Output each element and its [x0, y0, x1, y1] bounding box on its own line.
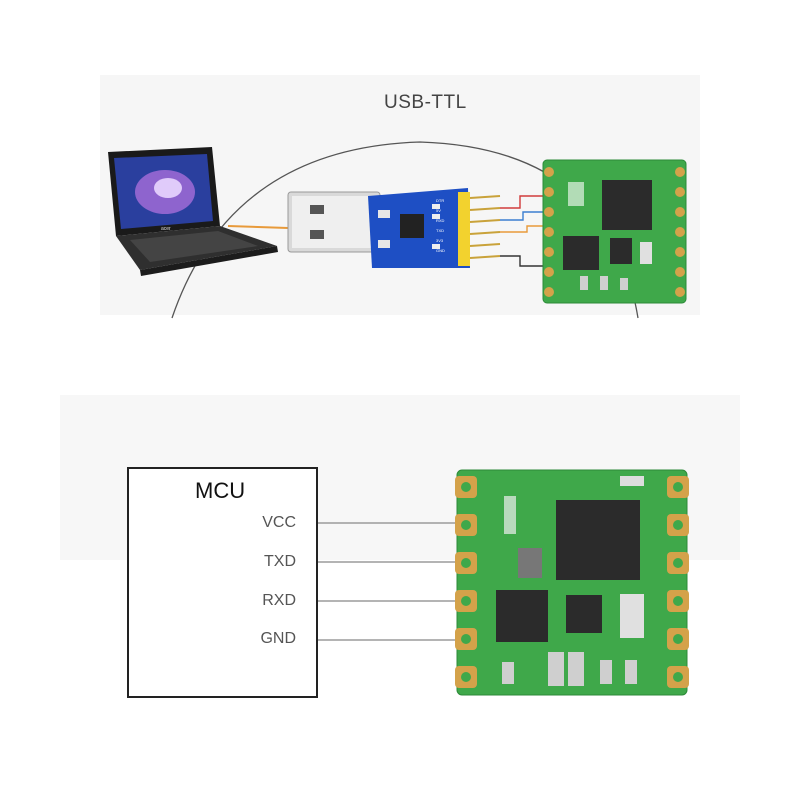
mcu-label: MCU: [195, 478, 246, 503]
pin-label-rxd: RXD: [262, 592, 296, 609]
laptop-icon: [108, 147, 278, 276]
mcu-connection-lines: [305, 522, 458, 641]
pin-label-gnd: GND: [260, 630, 296, 647]
connection-wires: [500, 195, 543, 267]
usb-cable: [227, 225, 289, 229]
usb-ttl-title: USB-TTL: [384, 92, 467, 113]
adapter-pin-gnd: GND: [436, 248, 445, 253]
adapter-pin-rxd: RXD: [436, 218, 445, 223]
adapter-header-pins: [469, 195, 501, 259]
adapter-pin-3v3: 3V3: [436, 238, 444, 243]
adapter-silkscreen: DTR 5V RXD TXD 3V3 GND: [436, 196, 458, 256]
adapter-pin-5v: 5V: [436, 208, 441, 213]
adapter-pin-txd: TXD: [436, 228, 444, 233]
sensor-module-bottom: [455, 469, 689, 696]
usb-ttl-adapter-icon: [368, 188, 470, 268]
sensor-module-top: [542, 159, 687, 304]
pin-label-txd: TXD: [264, 553, 296, 570]
mcu-box: [127, 467, 318, 698]
pin-label-vcc: VCC: [262, 514, 296, 531]
adapter-pin-dtr: DTR: [436, 198, 445, 203]
laptop-brand: acer: [161, 226, 171, 232]
